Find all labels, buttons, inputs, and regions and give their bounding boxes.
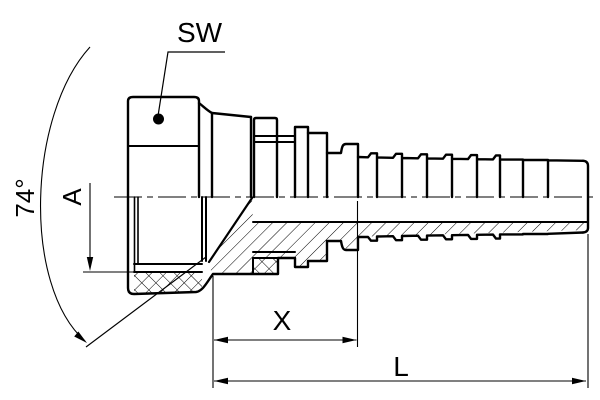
tail-end-face [581,159,590,234]
label-l: L [393,351,409,382]
label-a: A [57,188,87,206]
dim-l [214,234,589,388]
arc-arrow-icon [74,331,87,343]
dim-a [83,183,134,273]
barb-collar [252,116,296,199]
hex-nut-outline [126,95,201,199]
bore-left-edges [133,196,139,273]
arrow-right-icon [342,336,357,344]
hose-tail-barbs-top [293,125,590,234]
dim-x [212,201,359,388]
thread-lines [133,263,203,273]
arrow-left-icon [214,377,228,385]
collar-groove-section-lines [252,251,296,275]
label-x: X [273,305,292,336]
angle-arc-74 [39,46,207,348]
section-hatch-nut [134,272,202,294]
sw-leader-line [157,51,225,117]
seat-cone-line [207,196,254,264]
section-hatch-collar-groove [253,258,278,274]
label-sw: SW [177,17,223,48]
arrow-down-icon [86,257,94,271]
arrow-left-icon [214,336,228,344]
seat-cone-extension-line [85,256,207,348]
fitting-cone [197,101,253,199]
sw-leader-dot [153,113,164,125]
section-outline-bottom [126,195,589,296]
label-74deg: 74° [10,178,40,217]
arrow-right-icon [572,377,586,385]
dim-sw [153,51,225,125]
seat-face-edges [201,196,207,262]
angle-arc [39,46,91,342]
section-hatch-body [208,198,586,274]
